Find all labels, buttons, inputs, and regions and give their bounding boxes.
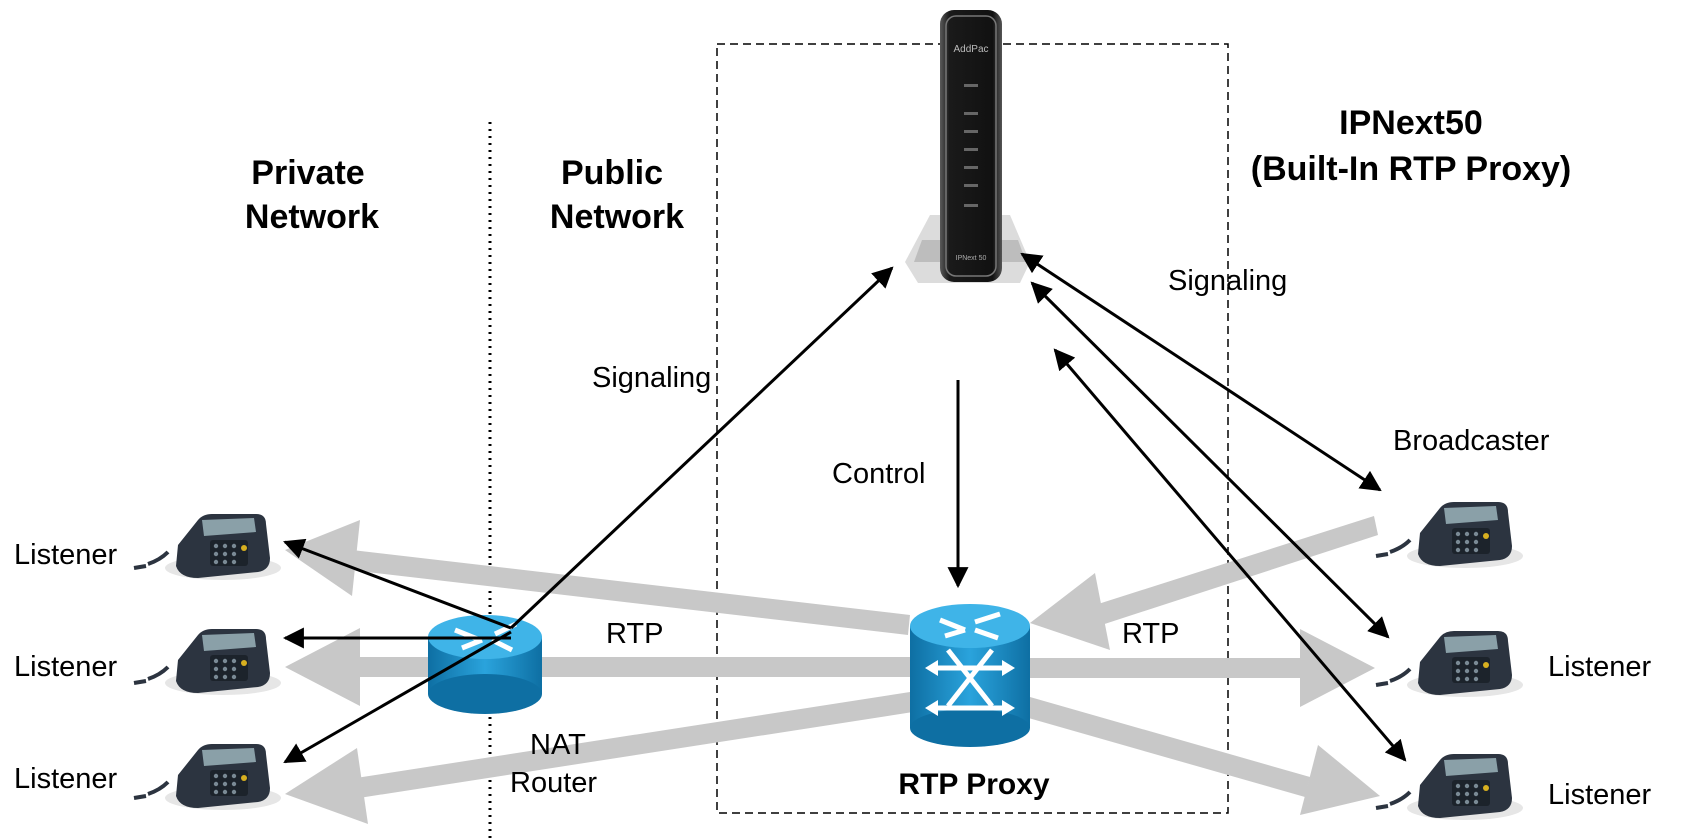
ipnext-box bbox=[716, 43, 1229, 814]
rtp-flow-proxy-to-right-mid bbox=[1030, 658, 1305, 678]
signaling-label-left: Signaling bbox=[592, 362, 711, 394]
rtp-flow-broadcaster-to-proxy bbox=[1070, 516, 1378, 633]
device-brand: AddPac bbox=[953, 44, 988, 55]
phone-icon bbox=[132, 627, 283, 697]
rtp-proxy-label: RTP Proxy bbox=[898, 768, 1049, 801]
listener-label-left-3: Listener bbox=[14, 763, 118, 795]
listener-label-right-1: Listener bbox=[1548, 651, 1652, 683]
rtp-flow-proxy-to-right-bot bbox=[1025, 697, 1310, 797]
listener-label-left-2: Listener bbox=[14, 651, 118, 683]
rtp-label-left: RTP bbox=[606, 618, 663, 650]
ipnext50-device-icon: AddPac IPNext 50 bbox=[905, 10, 1030, 283]
rtp-flow-proxy-to-left-top bbox=[350, 550, 910, 635]
public-network-label-1: Public bbox=[561, 154, 663, 192]
ipnext-title: IPNext50 bbox=[1339, 104, 1483, 142]
nat-router-icon bbox=[428, 615, 542, 714]
public-network-label-2: Network bbox=[550, 198, 684, 236]
listener-label-right-2: Listener bbox=[1548, 779, 1652, 811]
phone-icon bbox=[1374, 629, 1525, 699]
device-model: IPNext 50 bbox=[956, 255, 987, 262]
phone-icon bbox=[132, 742, 283, 812]
rtp-flow-proxy-to-left-bot bbox=[356, 692, 913, 798]
signaling-arrow-router-listener-3 bbox=[283, 630, 512, 764]
signaling-label-right: Signaling bbox=[1168, 265, 1287, 297]
nat-label: NAT bbox=[530, 729, 586, 761]
private-network-label-2: Network bbox=[245, 198, 379, 236]
signaling-arrow-router-listener-1 bbox=[283, 538, 512, 630]
rtp-label-right: RTP bbox=[1122, 618, 1179, 650]
router-label: Router bbox=[510, 767, 597, 799]
ipnext-subtitle: (Built-In RTP Proxy) bbox=[1251, 150, 1572, 188]
signaling-arrow-listener-right-2 bbox=[1053, 348, 1407, 762]
phone-icon bbox=[132, 512, 283, 582]
phone-icon bbox=[1374, 500, 1525, 570]
control-label: Control bbox=[832, 458, 926, 490]
signaling-arrow-router-to-ipnext bbox=[509, 266, 894, 630]
private-network-label-1: Private bbox=[251, 154, 364, 192]
broadcaster-label: Broadcaster bbox=[1393, 425, 1550, 457]
phone-icon bbox=[1374, 752, 1525, 822]
listener-label-left-1: Listener bbox=[14, 539, 118, 571]
signaling-lines bbox=[282, 252, 1407, 764]
rtp-proxy-icon bbox=[910, 604, 1030, 747]
